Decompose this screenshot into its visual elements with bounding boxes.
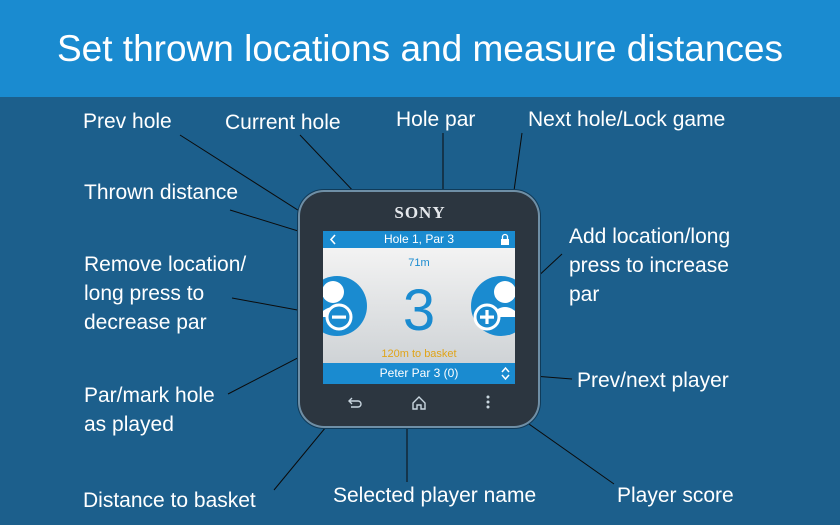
par-value-button[interactable]: 3 (402, 278, 436, 343)
player-name-score[interactable]: Peter Par 3 (0) (379, 366, 459, 380)
menu-icon[interactable] (478, 393, 498, 413)
header-banner: Set thrown locations and measure distanc… (0, 0, 840, 97)
label-add-location-1: Add location/long (569, 225, 731, 248)
chevron-left-icon[interactable] (327, 231, 339, 248)
thrown-distance-value: 71m (408, 257, 430, 269)
player-bar: Peter Par 3 (0) (323, 363, 515, 384)
label-add-location-3: par (569, 283, 600, 306)
watch-screen: Hole 1, Par 3 71m 3 120m to basket (323, 231, 515, 384)
label-prev-hole: Prev hole (83, 110, 172, 133)
label-next-hole-lock: Next hole/Lock game (528, 108, 726, 131)
label-player-score: Player score (617, 484, 734, 507)
distance-to-basket-value: 120m to basket (381, 348, 457, 360)
hole-title: Hole 1, Par 3 (383, 232, 455, 246)
label-hole-par: Hole par (396, 108, 476, 131)
label-par-mark-1: Par/mark hole (84, 384, 215, 407)
label-par-mark-2: as played (84, 413, 174, 436)
add-location-icon[interactable] (465, 275, 515, 337)
remove-location-icon[interactable] (323, 275, 373, 337)
label-prev-next-player: Prev/next player (577, 369, 729, 392)
label-current-hole: Current hole (225, 111, 341, 134)
label-thrown-distance: Thrown distance (84, 181, 239, 204)
back-icon[interactable] (344, 393, 364, 413)
device-brand-logo: SONY (394, 203, 446, 222)
label-remove-location-3: decrease par (84, 311, 207, 334)
hole-panel: 71m 3 120m to basket (323, 248, 515, 363)
label-remove-location-1: Remove location/ (84, 253, 247, 276)
label-selected-player-name: Selected player name (333, 484, 537, 507)
hole-bar: Hole 1, Par 3 (323, 231, 515, 248)
lock-icon[interactable] (500, 233, 510, 246)
label-remove-location-2: long press to (84, 282, 205, 305)
page-title: Set thrown locations and measure distanc… (56, 27, 784, 69)
home-icon[interactable] (409, 393, 429, 413)
label-distance-to-basket: Distance to basket (83, 489, 256, 512)
up-down-arrows-icon[interactable] (500, 365, 511, 382)
label-add-location-2: press to increase (569, 254, 729, 277)
